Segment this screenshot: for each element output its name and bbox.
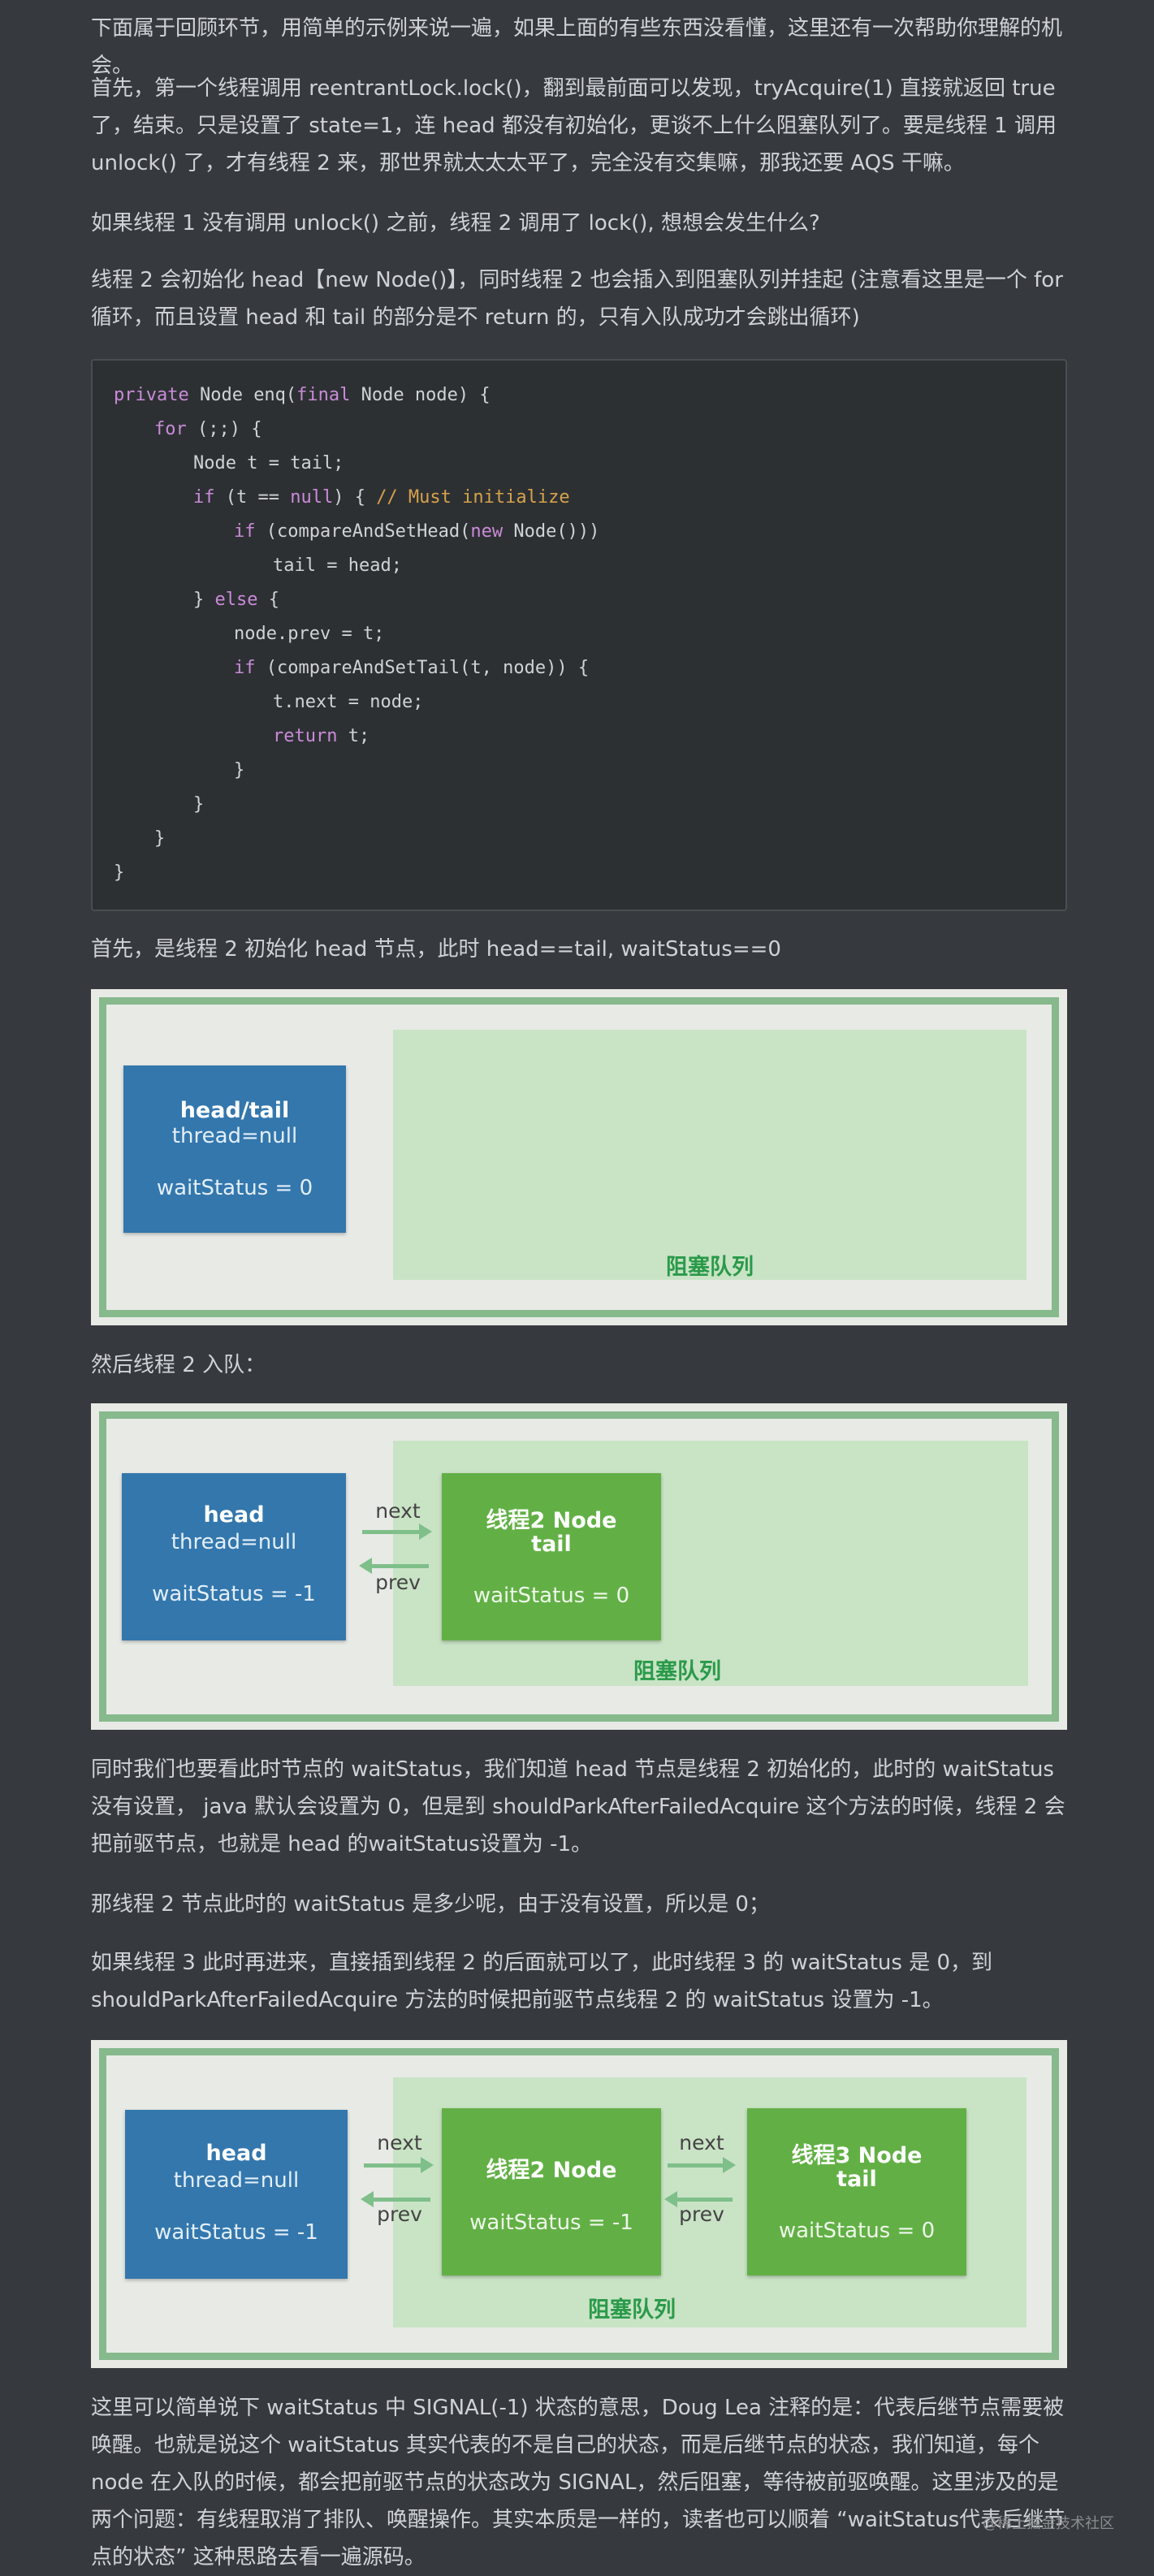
paragraph-first-thread: 首先，第一个线程调用 reentrantLock.lock()，翻到最前面可以发… xyxy=(91,76,1057,175)
paragraph-question: 如果线程 1 没有调用 unlock() 之前，线程 2 调用了 lock(),… xyxy=(91,211,820,236)
node-title: head xyxy=(205,2141,267,2166)
node-tail-label: tail xyxy=(531,1532,572,1557)
paragraph-thread3: 如果线程 3 此时再进来，直接插到线程 2 的后面就可以了，此时线程 3 的 w… xyxy=(91,1951,993,2012)
next-label: next xyxy=(679,2131,724,2155)
node-wait-status: waitStatus = -1 xyxy=(152,1582,316,1606)
head-node: head thread=null waitStatus = -1 xyxy=(125,2110,348,2279)
paragraph-intro: 下面属于回顾环节，用简单的示例来说一遍，如果上面的有些东西没看懂，这里还有一次帮… xyxy=(91,16,1063,78)
head-node: head thread=null waitStatus = -1 xyxy=(122,1473,346,1640)
node-title: 线程3 Node xyxy=(791,2143,923,2168)
code-line: private Node enq(final Node node) { xyxy=(114,385,491,405)
paragraph-head-init: 首先，是线程 2 初始化 head 节点，此时 head==tail, wait… xyxy=(91,937,781,962)
diagram-thread2-enqueued: 阻塞队列 head thread=null waitStatus = -1 ne… xyxy=(91,1403,1067,1730)
prev-label: prev xyxy=(375,1571,421,1594)
paragraph-signal-explain: 这里可以简单说下 waitStatus 中 SIGNAL(-1) 状态的意思，D… xyxy=(91,2396,1065,2570)
code-line: } xyxy=(114,862,125,883)
code-line: } xyxy=(154,828,166,849)
prev-label: prev xyxy=(377,2202,422,2226)
next-label: next xyxy=(377,2131,422,2155)
node-thread: thread=null xyxy=(171,1124,298,1148)
head-tail-node: head/tail thread=null waitStatus = 0 xyxy=(123,1065,346,1233)
diagram-frame xyxy=(99,2048,1059,2360)
paragraph-thread2-status: 那线程 2 节点此时的 waitStatus 是多少呢，由于没有设置，所以是 0… xyxy=(91,1892,770,1917)
node-wait-status: waitStatus = -1 xyxy=(469,2211,633,2235)
node-title: head xyxy=(203,1502,265,1528)
paragraph-thread2-init: 线程 2 会初始化 head【new Node()】，同时线程 2 也会插入到阻… xyxy=(91,268,1063,330)
code-line: if (compareAndSetTail(t, node)) { xyxy=(234,658,590,678)
code-line: Node t = tail; xyxy=(193,453,344,473)
code-line: } else { xyxy=(193,590,279,610)
code-line: } xyxy=(234,760,245,780)
code-line: return t; xyxy=(273,726,370,746)
node-title: 线程2 Node xyxy=(486,1508,617,1533)
diagram-frame xyxy=(99,997,1059,1317)
next-arrow xyxy=(364,2157,434,2173)
code-line: } xyxy=(193,794,205,815)
code-line: tail = head; xyxy=(273,555,402,576)
diagram-frame xyxy=(99,1411,1059,1722)
node-wait-status: waitStatus = -1 xyxy=(154,2220,318,2245)
prev-arrow xyxy=(664,2191,733,2207)
node-wait-status: waitStatus = 0 xyxy=(156,1176,313,1200)
prev-label: prev xyxy=(679,2202,724,2226)
code-block-enq: private Node enq(final Node node) { for … xyxy=(91,359,1067,911)
code-line: node.prev = t; xyxy=(234,624,385,644)
next-arrow xyxy=(668,2157,736,2173)
blocking-queue-label: 阻塞队列 xyxy=(666,1255,754,1280)
prev-arrow xyxy=(361,2191,430,2207)
thread3-node: 线程3 Node tail waitStatus = 0 xyxy=(747,2108,966,2276)
next-label: next xyxy=(375,1499,421,1523)
diagram-head-tail: 阻塞队列 head/tail thread=null waitStatus = … xyxy=(91,989,1067,1325)
next-arrow xyxy=(362,1524,432,1540)
node-thread: thread=null xyxy=(173,2168,300,2193)
watermark: @稀土掘金技术社区 xyxy=(983,2515,1114,2532)
blocking-queue-label: 阻塞队列 xyxy=(633,1659,721,1684)
node-thread: thread=null xyxy=(171,1530,297,1554)
blocking-queue-label: 阻塞队列 xyxy=(588,2297,676,2323)
diagram-thread3-enqueued: 阻塞队列 head thread=null waitStatus = -1 ne… xyxy=(91,2040,1067,2368)
code-line: if (compareAndSetHead(new Node())) xyxy=(234,521,600,542)
node-tail-label: tail xyxy=(836,2167,877,2192)
paragraph-enqueue: 然后线程 2 入队： xyxy=(91,1353,266,1377)
thread2-node: 线程2 Node tail waitStatus = 0 xyxy=(442,1473,661,1640)
node-title: head/tail xyxy=(179,1098,290,1123)
blocking-queue-area: 阻塞队列 xyxy=(393,1030,1026,1280)
prev-arrow xyxy=(359,1558,429,1574)
node-title: 线程2 Node xyxy=(486,2158,617,2183)
paragraph-wait-status-explain: 同时我们也要看此时节点的 waitStatus，我们知道 head 节点是线程 … xyxy=(91,1757,1065,1856)
node-wait-status: waitStatus = 0 xyxy=(778,2219,936,2243)
node-wait-status: waitStatus = 0 xyxy=(473,1584,630,1608)
code-line: if (t == null) { // Must initialize xyxy=(193,487,570,508)
code-line: for (;;) { xyxy=(154,419,262,439)
thread2-node: 线程2 Node waitStatus = -1 xyxy=(442,2108,661,2276)
code-line: t.next = node; xyxy=(273,692,424,712)
